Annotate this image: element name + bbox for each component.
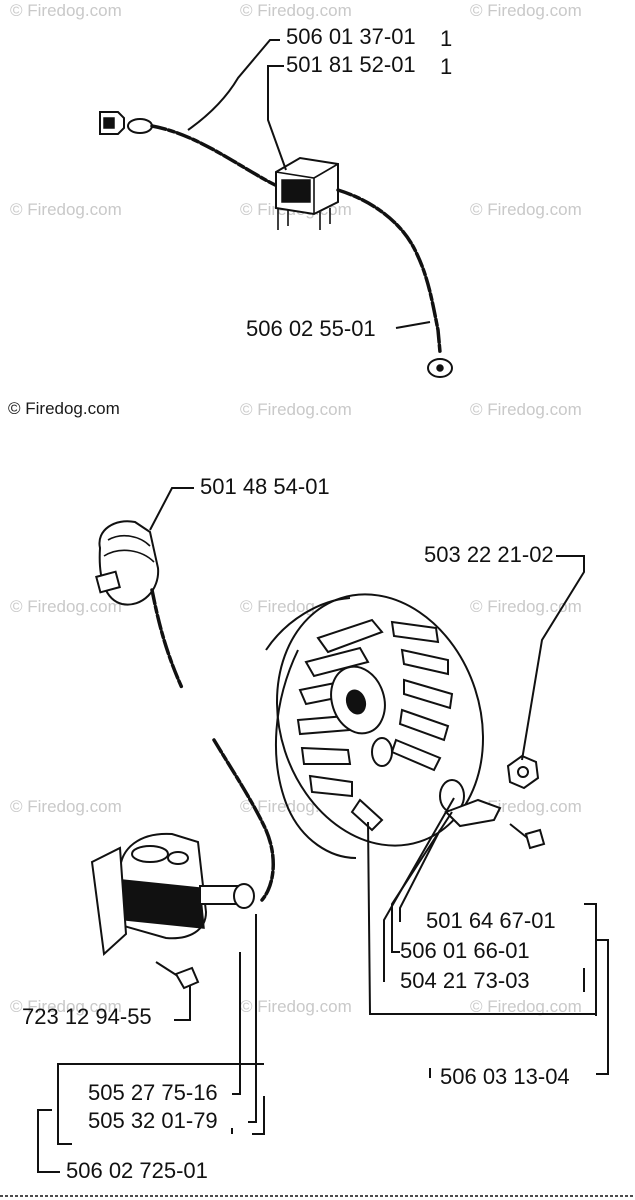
flywheel	[265, 593, 485, 859]
cap-ribs	[103, 534, 155, 563]
part-number: 506 01 37-01	[286, 24, 416, 49]
flywheel-edge	[275, 649, 357, 859]
leader-505-27-75-16	[232, 952, 241, 1095]
watermark: © Firedog.com	[470, 597, 582, 616]
part-number: 506 01 66-01	[400, 938, 530, 963]
leader-503-22-21-02	[521, 555, 585, 761]
watermark: © Firedog.com	[10, 997, 122, 1016]
cap-socket	[95, 570, 121, 594]
flywheel-outer-edge	[265, 597, 351, 651]
quantity: 1	[440, 54, 452, 79]
ht-lead-lower	[212, 738, 275, 902]
starter-pawl	[444, 798, 502, 828]
part-number: 501 64 67-01	[426, 908, 556, 933]
coil-terminal-left	[131, 845, 169, 863]
part-number: 505 32 01-79	[88, 1108, 218, 1133]
leader-506-01-37-01	[187, 39, 280, 131]
connector-boot	[127, 118, 153, 134]
part-number: 501 81 52-01	[286, 52, 416, 77]
part-number: 503 22 21-02	[424, 542, 554, 567]
leader-506-01-66-01	[391, 811, 453, 953]
leader-501-48-54-01	[149, 487, 194, 531]
leader-723-12-94-55	[174, 986, 191, 1021]
leader-504-21-73-03	[383, 797, 455, 982]
ignition-coil	[90, 832, 255, 990]
leader-501-81-52-01	[267, 65, 287, 171]
stop-switch-assembly	[99, 111, 453, 378]
bracket-right-outer	[596, 939, 609, 1075]
coil-winding	[121, 879, 205, 929]
part-number: 506 02 725-01	[66, 1158, 208, 1183]
part-number: 501 48 54-01	[200, 474, 330, 499]
bracket-left-outer	[37, 1109, 60, 1173]
bracket-right-inner	[584, 903, 597, 1016]
coil-terminal-right	[167, 851, 189, 865]
leader-505-32-01-79	[248, 914, 257, 1123]
coil-screw-head	[174, 966, 200, 990]
spark-plug-cap	[98, 520, 160, 606]
connector-slot	[103, 117, 115, 129]
lead-grommet	[233, 883, 255, 909]
ground-wire	[150, 124, 284, 190]
watermark: © Firedog.com	[10, 200, 122, 219]
spark-plug-cap-assembly	[95, 520, 275, 902]
flywheel-hardware	[439, 754, 546, 850]
leader-506-02-55-01	[395, 321, 431, 329]
nut-hole	[517, 766, 529, 778]
bracket-small	[231, 1096, 265, 1135]
watermark: © Firedog.com	[10, 597, 122, 616]
switch-edge	[275, 163, 339, 214]
watermark: © Firedog.com	[240, 400, 352, 419]
watermark: © Firedog.com	[470, 400, 582, 419]
bracket-left-inner	[57, 1063, 72, 1145]
switch-button	[281, 179, 311, 203]
watermark: © Firedog.com	[240, 1, 352, 20]
watermark: © Firedog.com	[470, 997, 582, 1016]
leader-flywheel	[367, 821, 388, 1015]
part-number: 506 02 55-01	[246, 316, 376, 341]
flywheel-bore	[345, 689, 367, 715]
watermark: © Firedog.com	[470, 200, 582, 219]
flywheel-magnet	[371, 737, 393, 767]
part-number: 505 27 75-16	[88, 1080, 218, 1105]
watermark: © Firedog.com	[10, 1, 122, 20]
part-number: 506 03 13-04	[440, 1064, 570, 1089]
watermark-main: © Firedog.com	[8, 399, 120, 418]
watermark: © Firedog.com	[10, 797, 122, 816]
quantity: 1	[440, 26, 452, 51]
watermark: © Firedog.com	[470, 1, 582, 20]
watermark: © Firedog.com	[240, 997, 352, 1016]
part-number: 504 21 73-03	[400, 968, 530, 993]
part-number: 723 12 94-55	[22, 1004, 152, 1029]
switch-wire	[336, 188, 442, 354]
coil-core-bracket	[90, 846, 128, 957]
ring-terminal-hole	[436, 364, 444, 372]
leader-501-64-67-01	[399, 829, 441, 922]
ht-lead-upper	[150, 588, 184, 690]
switch-pins	[277, 208, 331, 230]
pawl-screw-head	[524, 828, 546, 850]
